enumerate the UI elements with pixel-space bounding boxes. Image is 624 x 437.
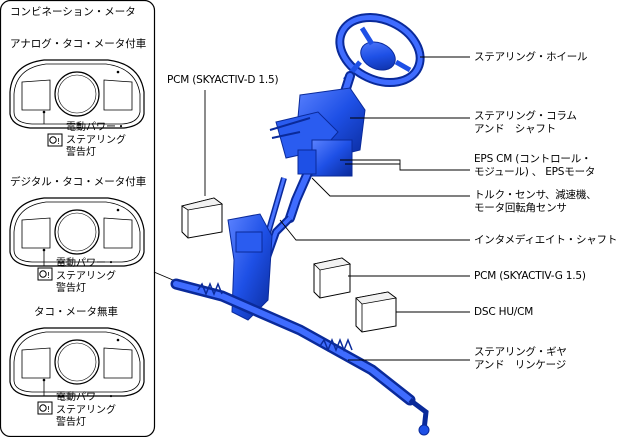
no-tacho-cluster [9, 327, 145, 397]
label-dsc: DSC HU/CM [474, 306, 534, 318]
group-heading: タコ・メータ無車 [34, 306, 118, 318]
label-torque-sensor: トルク・センサ、減速機、 モータ回転角センサ [474, 189, 597, 214]
warning-label: 電動パワー・ ステアリング 警告灯 [56, 258, 116, 294]
warning-label: 電動パワー・ ステアリング 警告灯 [66, 122, 126, 158]
group-heading: アナログ・タコ・メータ付車 [10, 38, 147, 50]
digital-tacho-cluster [9, 197, 145, 267]
eps-warning-icon: ! [37, 401, 53, 415]
pinion-housing [227, 213, 273, 321]
pcm-g-box [313, 257, 351, 299]
label-steering-wheel: ステアリング・ホイール [474, 51, 588, 63]
steering-rack [170, 278, 430, 436]
dsc-box [355, 291, 397, 333]
column-assembly [269, 71, 366, 223]
svg-text:!: ! [47, 405, 50, 414]
leader-lines [204, 56, 470, 361]
meter-panel-title: コンビネーション・メータ [10, 6, 136, 18]
group-heading: デジタル・タコ・メータ付車 [10, 176, 147, 188]
label-intermediate-shaft: インタメディエイト・シャフト [474, 234, 618, 246]
analog-tacho-cluster [9, 59, 145, 129]
label-eps-cm: EPS CM (コントロール・ モジュール) 、 EPSモータ [474, 153, 596, 178]
steering-wheel [335, 13, 425, 87]
label-gear-linkage: ステアリング・ギヤ アンド リンケージ [474, 346, 567, 371]
pcm-d-box [181, 197, 223, 239]
svg-text:!: ! [57, 137, 60, 146]
eps-warning-icon: ! [47, 133, 63, 147]
eps-warning-icon: ! [37, 267, 53, 281]
label-pcm-g: PCM (SKYACTIV-G 1.5) [474, 270, 586, 282]
svg-text:!: ! [47, 271, 50, 280]
label-column-shaft: ステアリング・コラム アンド シャフト [474, 110, 577, 135]
warning-label: 電動パワー・ ステアリング 警告灯 [56, 392, 116, 428]
label-pcm-d: PCM (SKYACTIV-D 1.5) [167, 74, 279, 86]
